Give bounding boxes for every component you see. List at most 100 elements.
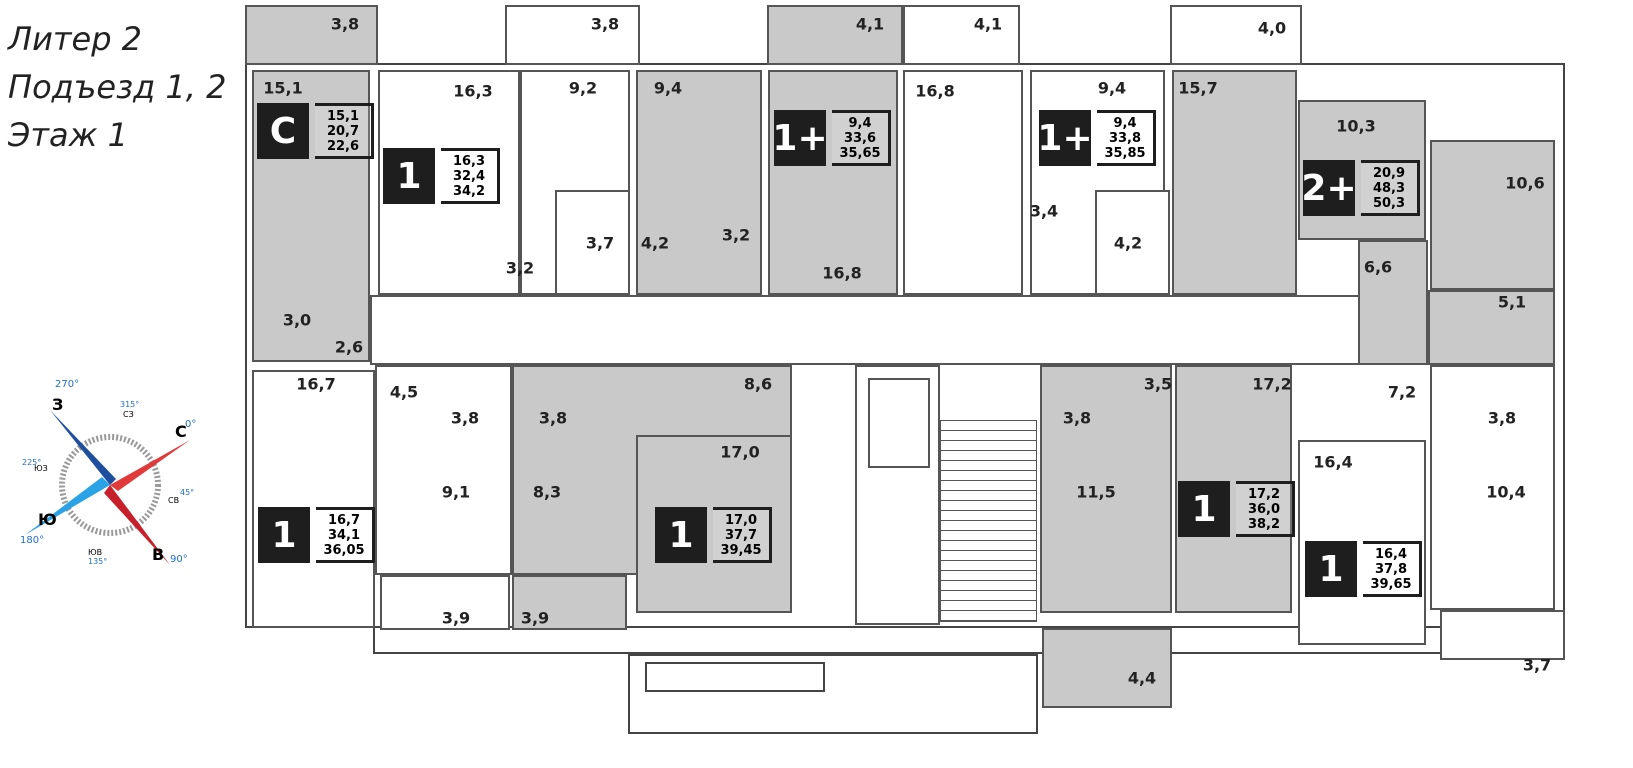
living-area: 16,4 [1374,546,1408,562]
area-label: 9,4 [1097,78,1127,98]
balcony [903,5,1020,65]
balcony [512,575,627,630]
area-label: 15,7 [1178,78,1218,98]
bathroom [555,190,630,295]
kitchen [1040,365,1172,613]
total-area: 48,3 [1372,180,1406,196]
area-label: 5,1 [1497,292,1527,312]
area-label: 8,3 [532,482,562,502]
total-area-balcony: 36,05 [323,542,365,558]
apartment-type: 1 [1178,481,1230,537]
apartment-type: 1 [258,507,310,563]
apartment-type: 1 [1305,541,1357,597]
total-area: 36,0 [1247,501,1281,517]
area-label: 4,0 [1257,18,1287,38]
living-area: 20,9 [1372,165,1406,181]
area-label: 3,7 [585,233,615,253]
balcony [1170,5,1302,65]
area-label: 3,8 [450,408,480,428]
area-label: 15,1 [263,78,303,98]
area-label: 9,4 [653,78,683,98]
bathroom [1095,190,1170,295]
compass-rose-icon: С 0° З 270° Ю 180° В 90° СЗ 315° СВ 45° … [20,379,196,565]
area-label: 10,4 [1486,482,1526,502]
stairs [940,420,1037,622]
total-area: 32,4 [452,168,486,184]
area-label: 11,5 [1076,482,1116,502]
area-label: 3,7 [1522,655,1552,675]
area-label: 16,7 [296,374,336,394]
area-label: 4,1 [855,14,885,34]
total-area: 33,8 [1108,130,1142,146]
area-label: 16,8 [915,81,955,101]
room [768,70,898,295]
area-label: 10,6 [1505,173,1545,193]
room [1172,70,1297,295]
compass-s: Ю [38,510,57,529]
area-label: 3,8 [538,408,568,428]
total-area: 33,6 [843,130,877,146]
living-area: 16,3 [452,153,486,169]
area-label: 3,8 [330,14,360,34]
compass-ne-deg: 45° [180,488,194,497]
compass-s-deg: 180° [20,535,44,546]
title-liter: Литер 2 [8,20,143,58]
apartment-type: 2+ [1301,160,1357,216]
hall [375,365,512,575]
living-area: 16,7 [327,512,361,528]
total-area-balcony: 35,65 [839,145,881,161]
area-label: 9,2 [568,78,598,98]
area-label: 3,5 [1143,374,1173,394]
area-label: 9,1 [441,482,471,502]
area-label: 4,2 [1113,233,1143,253]
total-area: 37,8 [1374,561,1408,577]
area-label: 6,6 [1363,257,1393,277]
total-area-balcony: 22,6 [326,138,360,154]
ramp-inner [645,662,825,692]
area-label: 16,3 [453,81,493,101]
balcony [1042,628,1172,708]
area-label: 4,1 [973,14,1003,34]
total-area-balcony: 34,2 [452,183,486,199]
area-label: 16,8 [822,263,862,283]
compass-nw-deg: 315° [120,400,139,409]
total-area-balcony: 39,45 [720,542,762,558]
area-label: 17,2 [1252,374,1292,394]
area-label: 3,2 [721,225,751,245]
living-area: 15,1 [326,108,360,124]
title-floor: Этаж 1 [8,116,128,154]
total-area: 37,7 [724,527,758,543]
compass-w: З [52,395,63,414]
compass-w-deg: 270° [55,379,79,390]
apartment-type: 1 [655,507,707,563]
living-area: 17,2 [1247,486,1281,502]
apartment-type: 1+ [772,110,828,166]
balcony [380,575,510,630]
area-label: 2,6 [334,337,364,357]
area-label: 16,4 [1313,452,1353,472]
apartment-type: 1+ [1037,110,1093,166]
area-label: 3,9 [520,608,550,628]
compass-e: В [152,545,164,564]
compass-sw-deg: 225° [22,458,41,467]
compass-e-deg: 90° [170,554,188,565]
balcony [505,5,640,65]
elevator [868,378,930,468]
area-label: 17,0 [720,442,760,462]
compass-se-deg: 135° [88,557,107,565]
area-label: 3,8 [590,14,620,34]
hall [1358,240,1428,365]
living-area: 9,4 [1113,115,1137,131]
area-label: 4,2 [640,233,670,253]
compass-nw: СЗ [123,410,134,419]
compass-n-deg: 0° [185,419,196,430]
